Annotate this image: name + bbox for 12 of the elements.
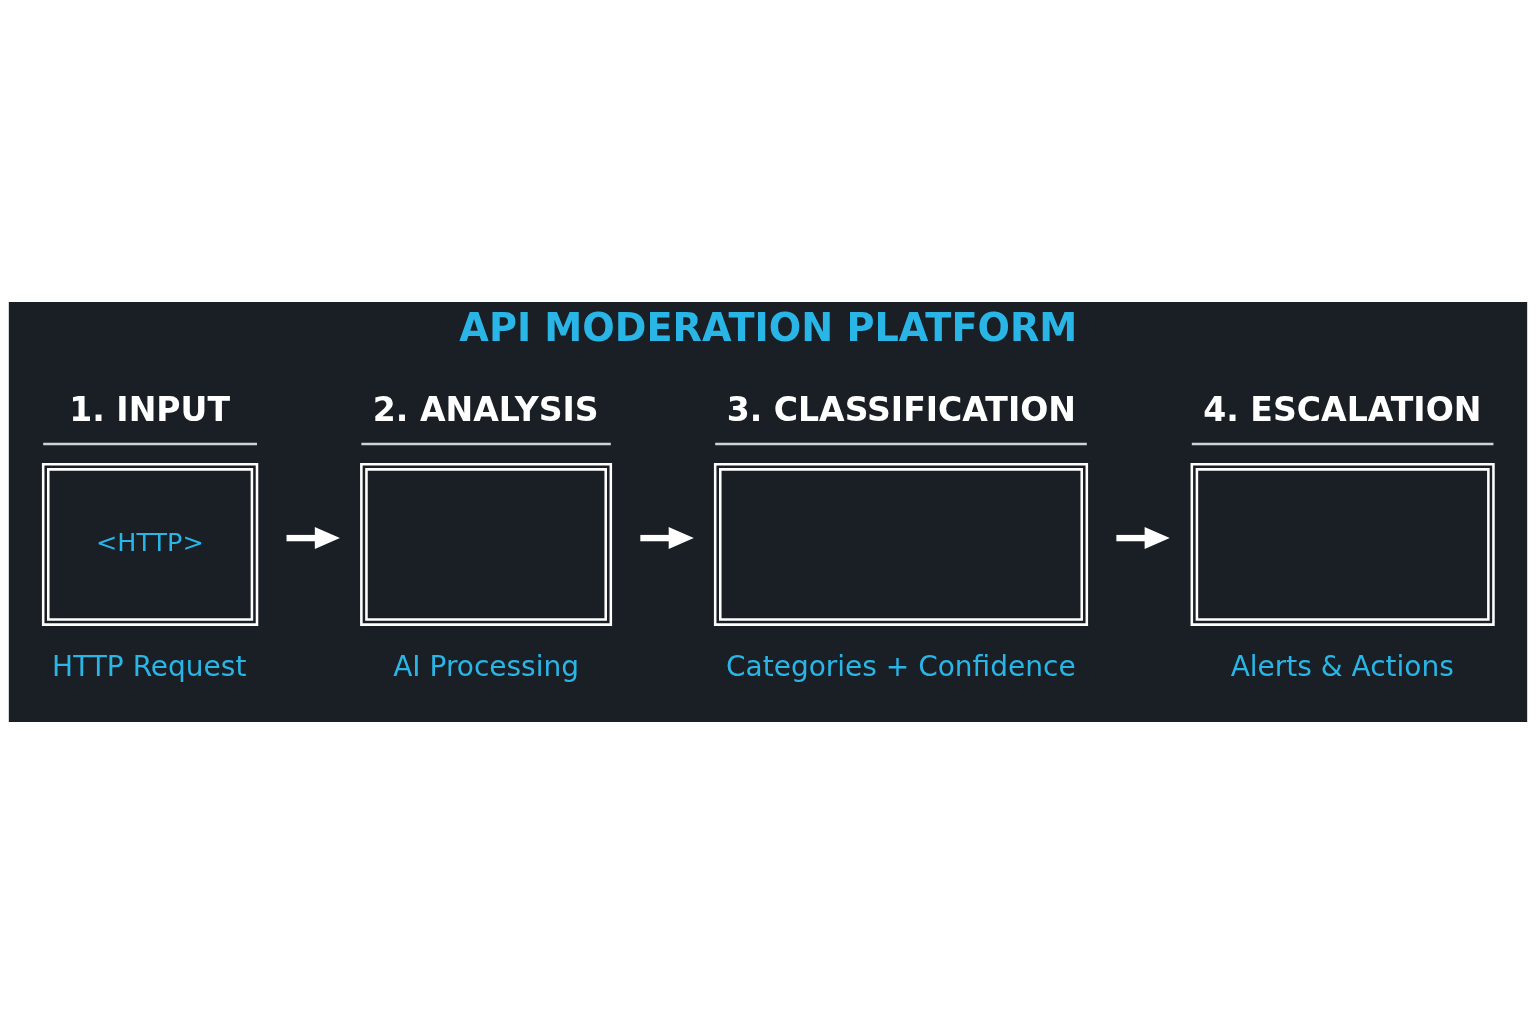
node-label: HTTP Request xyxy=(52,650,247,684)
node-label: 3. CLASSIFICATION xyxy=(726,389,1077,429)
node-label: 2. ANALYSIS xyxy=(372,389,599,429)
arrow xyxy=(286,527,340,550)
node-label: AI Processing xyxy=(393,650,580,684)
node-label: 1. INPUT xyxy=(69,389,231,429)
node-label: Alerts & Actions xyxy=(1230,650,1454,684)
arrow xyxy=(640,527,694,550)
diagram-title: API MODERATION PLATFORM xyxy=(459,306,1078,351)
node-label: Categories + Confidence xyxy=(726,650,1076,684)
node-label: 4. ESCALATION xyxy=(1203,389,1482,429)
arrow xyxy=(1116,527,1170,550)
